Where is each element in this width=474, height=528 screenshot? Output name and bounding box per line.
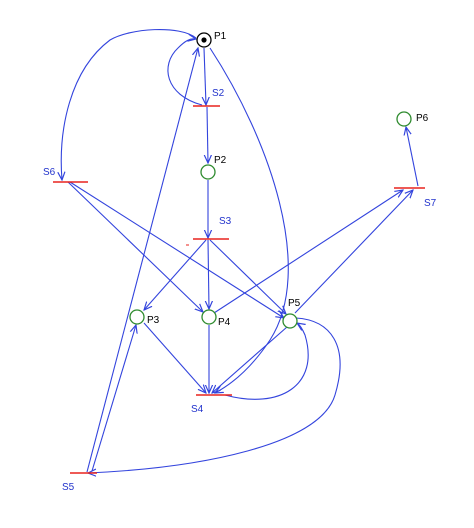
transition-s6-label: S6 <box>43 167 56 178</box>
arc-s2-p2 <box>207 106 208 163</box>
place-p6[interactable]: P6 <box>396 111 429 127</box>
place-p2-circle <box>200 164 216 180</box>
place-p3[interactable]: P3 <box>129 309 160 326</box>
arc-p5-s7 <box>294 190 413 314</box>
place-p1[interactable]: P1 <box>196 31 227 48</box>
transition-s3[interactable]: S3 <box>186 216 232 246</box>
arc-s2-p1 <box>167 39 203 106</box>
place-p5[interactable]: P5 <box>282 298 301 329</box>
arc-p1-s2 <box>204 47 206 105</box>
arc-s4-p5 <box>224 323 309 400</box>
arc-s3-p5 <box>209 239 286 314</box>
place-p6-circle <box>396 111 412 127</box>
place-p2[interactable]: P2 <box>200 155 227 180</box>
place-p3-circle <box>129 309 145 325</box>
arc-p1-s6 <box>61 29 197 180</box>
arc-s3-p3 <box>144 239 207 310</box>
arc-p5-s5 <box>88 317 341 473</box>
transition-s6[interactable]: S6 <box>43 167 88 183</box>
transition-s2[interactable]: S2 <box>193 88 225 107</box>
transition-s2-label: S2 <box>212 88 225 99</box>
arc-s6-p5 <box>69 181 284 318</box>
place-p3-label: P3 <box>147 315 160 326</box>
arc-s7-p6 <box>406 127 419 187</box>
transition-s7[interactable]: S7 <box>394 187 437 209</box>
arc-p3-s4 <box>143 322 206 393</box>
place-p4-label: P4 <box>218 317 231 328</box>
arc-s3-p4 <box>208 239 209 309</box>
arc-p1-s4 <box>209 47 289 393</box>
transition-s4-label: S4 <box>191 404 204 415</box>
arc-p5-s4 <box>212 326 288 393</box>
places-layer: P1 P2 P3 P4 P5 P6 <box>129 31 429 329</box>
arc-layer <box>61 29 419 473</box>
place-p4[interactable]: P4 <box>201 309 231 328</box>
arc-p4-s7 <box>213 190 403 314</box>
token-dot <box>201 37 207 43</box>
transitions-layer: S2 S3 S4 S5 S6 S7 <box>43 88 437 493</box>
transition-s4[interactable]: S4 <box>191 394 232 415</box>
arc-s6-p4 <box>67 181 203 312</box>
place-p5-label: P5 <box>288 298 301 309</box>
place-p5-circle <box>282 313 298 329</box>
transition-s5[interactable]: S5 <box>62 472 97 493</box>
place-p1-label: P1 <box>214 31 227 42</box>
place-p2-label: P2 <box>214 155 227 166</box>
transition-s3-label: S3 <box>219 216 232 227</box>
transition-s5-label: S5 <box>62 482 75 493</box>
arc-s5-p3 <box>91 325 136 472</box>
arc-s5-p1 <box>86 48 198 473</box>
transition-s7-label: S7 <box>424 198 437 209</box>
place-p6-label: P6 <box>416 113 429 124</box>
place-p4-circle <box>201 309 217 325</box>
